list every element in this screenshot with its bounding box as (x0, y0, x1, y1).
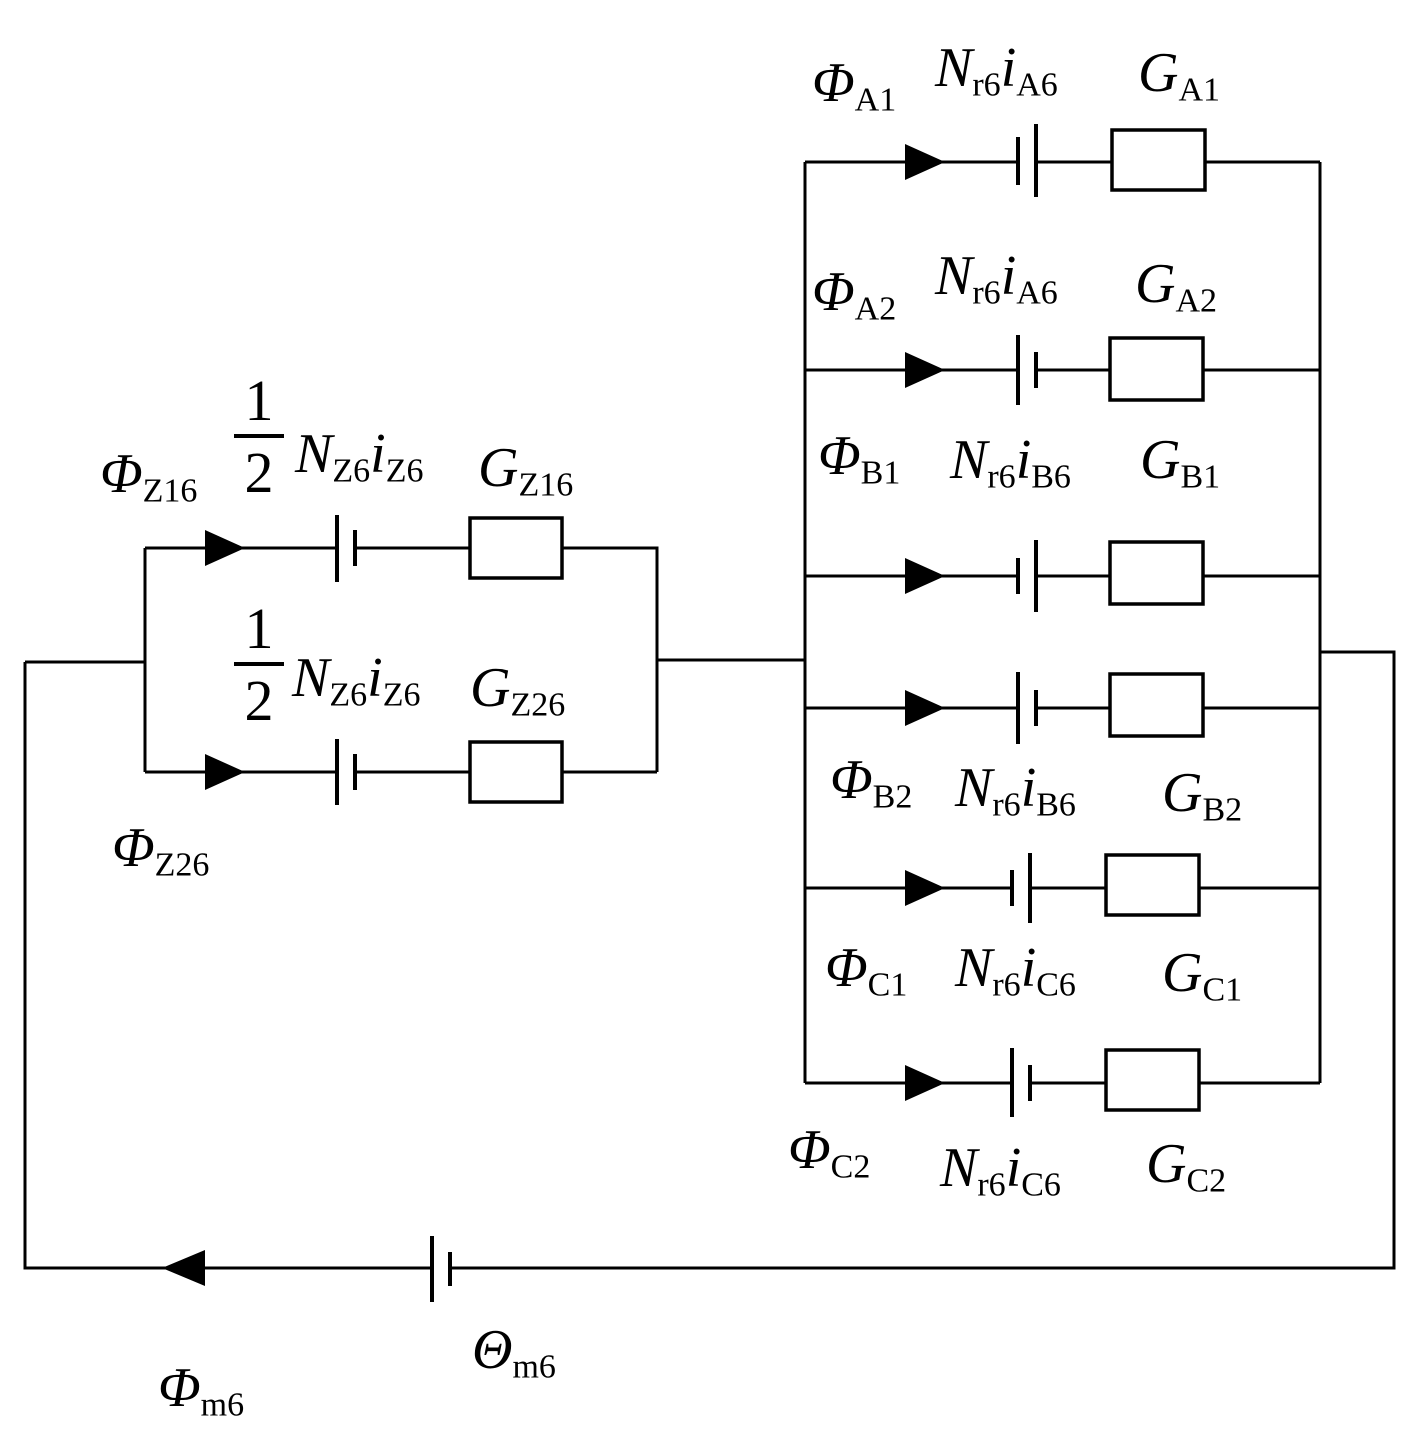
label-mmf-c2: Nr6iC6 (940, 1137, 1061, 1204)
reluctance-a2 (1108, 336, 1205, 402)
wire-return (23, 650, 1396, 1270)
source-a1 (1016, 124, 1038, 197)
label-mmf-a2: Nr6iA6 (935, 245, 1058, 312)
source-m6 (430, 1236, 452, 1302)
source-z26 (335, 739, 357, 805)
label-g-z16: GZ16 (478, 437, 574, 504)
arrow-m6 (162, 1250, 205, 1286)
label-theta-m6: Θm6 (472, 1319, 556, 1386)
arrow-a1 (905, 144, 945, 180)
arrow-z16 (205, 530, 245, 566)
label-g-b2: GB2 (1162, 762, 1243, 829)
source-z16 (335, 515, 357, 582)
label-g-c2: GC2 (1146, 1133, 1227, 1200)
reluctance-b1 (1108, 540, 1205, 606)
wire-left-loop (25, 548, 147, 772)
reluctance-z26 (468, 740, 564, 804)
source-c1-row (1010, 853, 1032, 923)
label-mmf-z26: NZ6iZ6 (292, 647, 421, 714)
label-phi-b2: ΦB2 (830, 749, 913, 816)
label-g-a2: GA2 (1135, 253, 1218, 320)
label-phi-a2: ΦA2 (812, 261, 897, 328)
reluctance-c1-row (1104, 853, 1201, 917)
reluctance-b2 (1108, 672, 1205, 738)
label-phi-m6: Φm6 (158, 1357, 245, 1424)
arrow-a2 (905, 352, 945, 388)
arrow-z26 (205, 754, 245, 790)
reluctance-a1 (1110, 128, 1207, 192)
label-g-a1: GA1 (1138, 42, 1221, 109)
label-mmf-c1: Nr6iC6 (955, 937, 1076, 1004)
reluctance-z16 (468, 516, 564, 580)
arrow-c2-row (905, 1065, 945, 1101)
label-phi-b1: ΦB1 (818, 425, 901, 492)
arrow-c1-row (905, 870, 945, 906)
label-phi-c2: ΦC2 (788, 1119, 871, 1186)
source-c2-row (1010, 1048, 1032, 1117)
label-mmf-a1: Nr6iA6 (935, 37, 1058, 104)
label-phi-z16: ΦZ16 (100, 443, 198, 510)
label-phi-a1: ΦA1 (812, 52, 897, 119)
arrow-b1 (905, 558, 945, 594)
label-mmf-b2: Nr6iB6 (955, 757, 1076, 824)
label-g-z26: GZ26 (470, 657, 566, 724)
source-b2 (1016, 672, 1038, 744)
label-g-b1: GB1 (1140, 429, 1221, 496)
label-g-c1: GC1 (1162, 942, 1243, 1009)
label-mmf-z16: NZ6iZ6 (295, 423, 424, 490)
reluctance-c2-row (1104, 1048, 1201, 1112)
source-b1 (1016, 540, 1038, 612)
source-a2 (1016, 335, 1038, 405)
label-phi-c1: ΦC1 (825, 937, 908, 1004)
arrow-b2 (905, 690, 945, 726)
label-mmf-b1: Nr6iB6 (950, 429, 1071, 496)
label-phi-z26: ΦZ26 (112, 817, 210, 884)
